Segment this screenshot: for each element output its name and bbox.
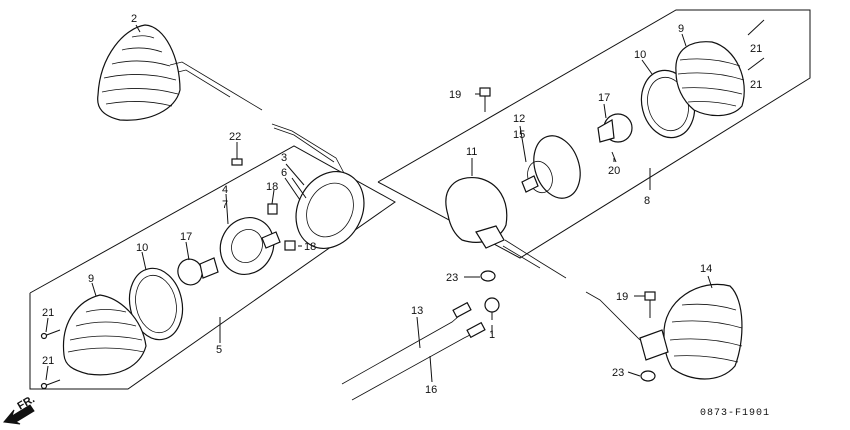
clip-part-18a: [267, 203, 278, 215]
screw-part-21b: [40, 379, 61, 390]
label-6: 6: [281, 167, 287, 179]
lead-wire-part-16: [351, 321, 486, 401]
label-5: 5: [216, 344, 222, 356]
label-23a: 23: [446, 272, 458, 284]
nut-part-23b: [640, 370, 656, 382]
bulb-part-17a: [177, 257, 219, 286]
label-19a: 19: [449, 89, 461, 101]
bulb-part-17b: [597, 113, 633, 143]
leader-lines: [45, 24, 713, 383]
label-21a: 21: [42, 307, 54, 319]
gasket-part-10a: [128, 267, 184, 341]
front-marker: FR.: [3, 393, 37, 425]
label-3: 3: [281, 152, 287, 164]
label-18a: 18: [266, 181, 278, 193]
callout-labels: 2 22 3 6 4 7 18 18 17 10 9 21 21 5 19 12…: [42, 13, 762, 396]
screw-part-21a: [40, 329, 61, 340]
housing-part-3-6: [291, 171, 365, 249]
assembly-part-14: [585, 283, 743, 380]
lens-part-9b: [675, 41, 745, 117]
lens-part-2: [97, 24, 263, 121]
wire-leads: [271, 123, 346, 176]
right-group-outline: [377, 9, 811, 259]
screw-part-20: [611, 151, 617, 163]
diagram-code: 0873-F1901: [700, 408, 770, 419]
label-17a: 17: [180, 231, 192, 243]
front-arrow-icon: [3, 404, 35, 425]
base-part-11: [445, 176, 567, 279]
label-9a: 9: [88, 273, 94, 285]
label-12: 12: [513, 113, 525, 125]
label-14: 14: [700, 263, 712, 275]
label-18b: 18: [304, 241, 316, 253]
bolt-part-19a: [479, 87, 491, 112]
label-9b: 9: [678, 23, 684, 35]
label-15: 15: [513, 129, 525, 141]
bolt-part-19b: [644, 291, 656, 318]
label-7: 7: [222, 199, 228, 211]
label-17b: 17: [598, 92, 610, 104]
label-10a: 10: [136, 242, 148, 254]
label-1: 1: [489, 329, 495, 341]
label-16: 16: [425, 384, 437, 396]
label-21b: 21: [42, 355, 54, 367]
label-8: 8: [644, 195, 650, 207]
clip-part-18b: [284, 240, 296, 251]
label-21d: 21: [750, 79, 762, 91]
left-group-outline: [29, 145, 396, 390]
screw-part-21c: [747, 19, 765, 36]
screw-part-21d: [747, 57, 765, 71]
label-23b: 23: [612, 367, 624, 379]
label-20: 20: [608, 165, 620, 177]
label-11: 11: [466, 146, 477, 158]
socket-part-12-15: [521, 135, 581, 199]
socket-part-4-7: [219, 217, 281, 275]
nut-part-23a: [480, 270, 496, 282]
label-19b: 19: [616, 291, 628, 303]
label-22: 22: [229, 131, 241, 143]
label-13: 13: [411, 305, 423, 317]
grommet-part-1: [484, 297, 500, 320]
label-2: 2: [131, 13, 137, 25]
label-10b: 10: [634, 49, 646, 61]
label-21c: 21: [750, 43, 762, 55]
lens-part-9a: [62, 294, 147, 376]
lead-wire-part-13: [341, 301, 472, 385]
label-4: 4: [222, 184, 228, 196]
